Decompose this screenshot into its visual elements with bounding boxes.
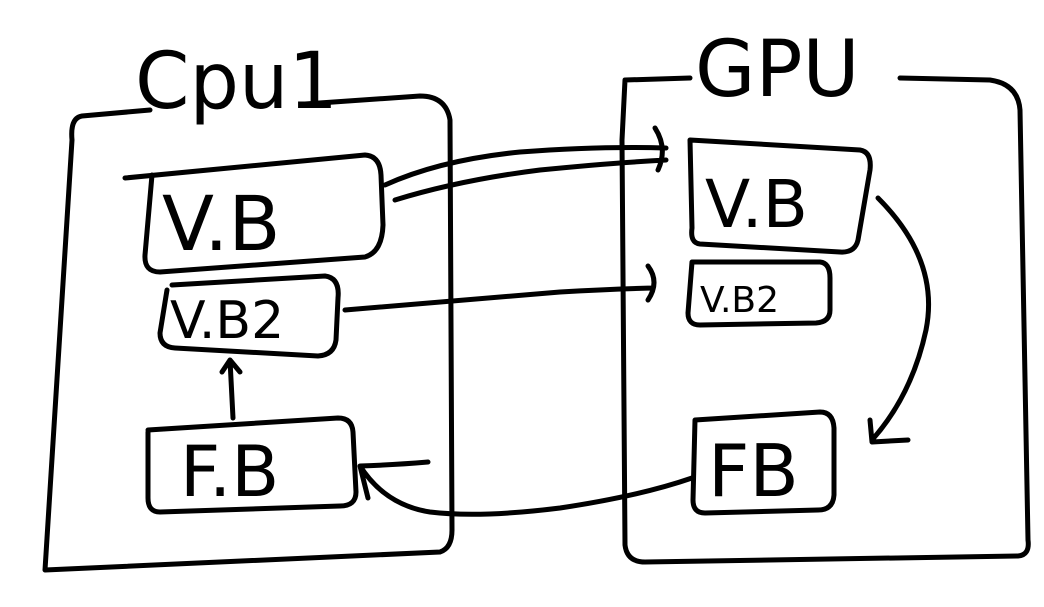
- cpu-vb2-label: V.B2: [170, 291, 284, 351]
- arrow-gpu-vb-to-gpu-fb: [867, 195, 932, 445]
- gpu-vb-block: V.B: [687, 137, 873, 255]
- gpu-vb2-label: V.B2: [700, 280, 779, 321]
- gpu-fb-box: [690, 409, 837, 516]
- cpu-vb-box: [122, 152, 386, 275]
- cpu-container: [42, 93, 455, 573]
- arrow-gpu-fb-to-cpu-fb: [357, 459, 695, 517]
- cpu-fb-box: [145, 415, 359, 515]
- gpu-title: GPU: [695, 25, 860, 115]
- cpu-title: Cpu1: [135, 37, 338, 127]
- cpu-fb-label: F.B: [180, 431, 279, 513]
- gpu-fb-label: FB: [708, 429, 799, 513]
- gpu-fb-block: FB: [690, 409, 837, 516]
- cpu-vb2-block: V.B2: [157, 273, 341, 359]
- arrow-cpu-vb-to-gpu-vb: [382, 125, 669, 203]
- gpu-vb-box: [687, 137, 873, 255]
- arrow-cpu-vb2-to-gpu-vb2: [342, 263, 657, 313]
- gpu-container: [619, 75, 1031, 565]
- cpu-vb2-box: [157, 273, 341, 359]
- gpu-vb2-box: [685, 259, 833, 328]
- arrow-cpu-fb-to-cpu-vb2: [219, 357, 243, 421]
- gpu-group: GPU V.B V.B2 FB: [619, 25, 1031, 565]
- gpu-vb2-block: V.B2: [685, 259, 833, 328]
- cpu-vb-label: V.B: [162, 179, 281, 268]
- cpu-fb-block: F.B: [145, 415, 359, 515]
- gpu-vb-label: V.B: [705, 166, 808, 243]
- cpu-vb-block: V.B: [122, 152, 386, 275]
- cpu-group: Cpu1 V.B V.B2 F.B: [42, 37, 455, 573]
